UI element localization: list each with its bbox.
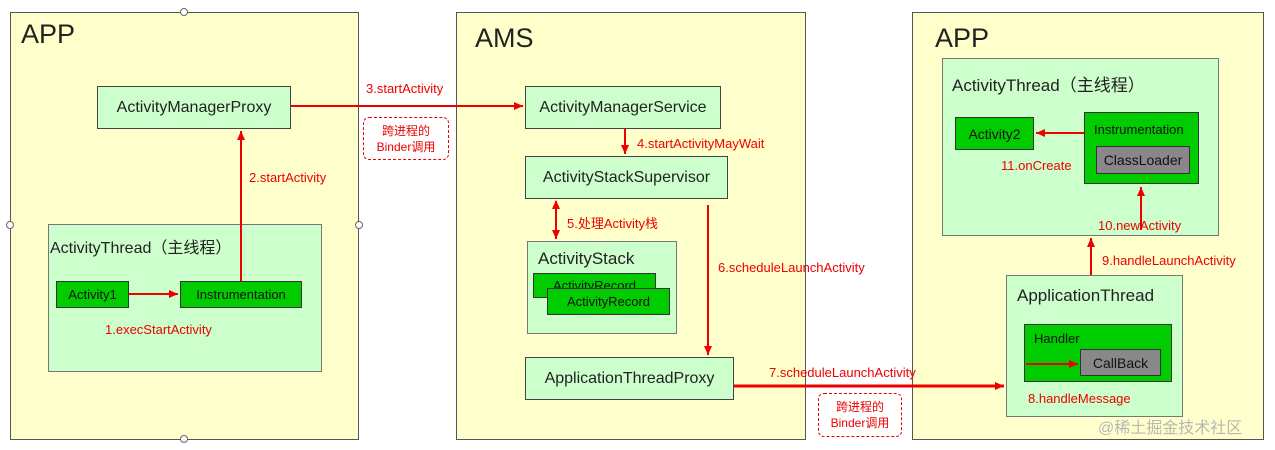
step-10-label: 10.newActivity <box>1098 218 1182 233</box>
binder-note-top: 跨进程的 Binder调用 <box>363 117 449 160</box>
activity2-box: Activity2 <box>955 117 1034 150</box>
activity-manager-proxy-box: ActivityManagerProxy <box>97 86 291 129</box>
binder-note-top-line1: 跨进程的 <box>381 123 430 138</box>
left-app-title: APP <box>21 19 76 49</box>
handler-label: Handler <box>1034 331 1080 346</box>
callback-label: CallBack <box>1092 354 1149 371</box>
classloader-box: ClassLoader <box>1096 146 1190 174</box>
callback-box: CallBack <box>1080 349 1161 376</box>
right-activity-thread-title: ActivityThread（主线程） <box>952 76 1145 95</box>
step-1-label: 1.execStartActivity <box>105 322 212 337</box>
activity1-box: Activity1 <box>56 281 129 308</box>
step-9-label: 9.handleLaunchActivity <box>1102 253 1236 268</box>
application-thread-proxy-box: ApplicationThreadProxy <box>525 357 734 400</box>
activity-manager-proxy-label: ActivityManagerProxy <box>116 98 272 116</box>
activity-manager-service-label: ActivityManagerService <box>539 98 707 116</box>
classloader-label: ClassLoader <box>1103 152 1183 168</box>
left-instrumentation-label: Instrumentation <box>196 287 286 302</box>
step-7-label: 7.scheduleLaunchActivity <box>769 365 916 380</box>
right-instrumentation-label: Instrumentation <box>1094 122 1184 137</box>
selection-handle-bottom[interactable] <box>180 435 188 443</box>
step-8-label: 8.handleMessage <box>1028 391 1131 406</box>
watermark-text: @稀土掘金技术社区 <box>1098 420 1243 437</box>
activity-stack-supervisor-label: ActivityStackSupervisor <box>542 168 711 186</box>
activity-record-front: ActivityRecord <box>547 288 670 315</box>
binder-note-bottom-line2: Binder调用 <box>830 416 890 430</box>
step-6-label: 6.scheduleLaunchActivity <box>718 260 865 275</box>
activity2-label: Activity2 <box>968 125 1021 142</box>
binder-note-bottom-line1: 跨进程的 <box>835 400 884 414</box>
ams-title: AMS <box>475 23 534 53</box>
binder-note-bottom: 跨进程的 Binder调用 <box>818 393 902 437</box>
step-5-label: 5.处理Activity栈 <box>567 216 659 231</box>
activity-record-front-label: ActivityRecord <box>566 294 651 309</box>
activity1-label: Activity1 <box>68 287 117 302</box>
activity-stack-supervisor-box: ActivityStackSupervisor <box>525 156 728 199</box>
activity-manager-service-box: ActivityManagerService <box>525 86 721 129</box>
left-activity-thread-title: ActivityThread（主线程） <box>50 240 232 257</box>
application-thread-title: ApplicationThread <box>1017 286 1155 305</box>
selection-handle-left[interactable] <box>6 221 14 229</box>
application-thread-proxy-label: ApplicationThreadProxy <box>544 369 715 387</box>
activity-stack-title: ActivityStack <box>538 249 635 268</box>
step-2-label: 2.startActivity <box>249 170 327 185</box>
step-11-label: 11.onCreate <box>1001 158 1072 173</box>
left-instrumentation-box: Instrumentation <box>180 281 302 308</box>
selection-handle-top[interactable] <box>180 8 188 16</box>
selection-handle-right[interactable] <box>355 221 363 229</box>
binder-note-top-line2: Binder调用 <box>376 139 436 154</box>
step-3-label: 3.startActivity <box>366 81 444 96</box>
step-4-label: 4.startActivityMayWait <box>637 136 765 151</box>
right-app-title: APP <box>935 23 990 53</box>
